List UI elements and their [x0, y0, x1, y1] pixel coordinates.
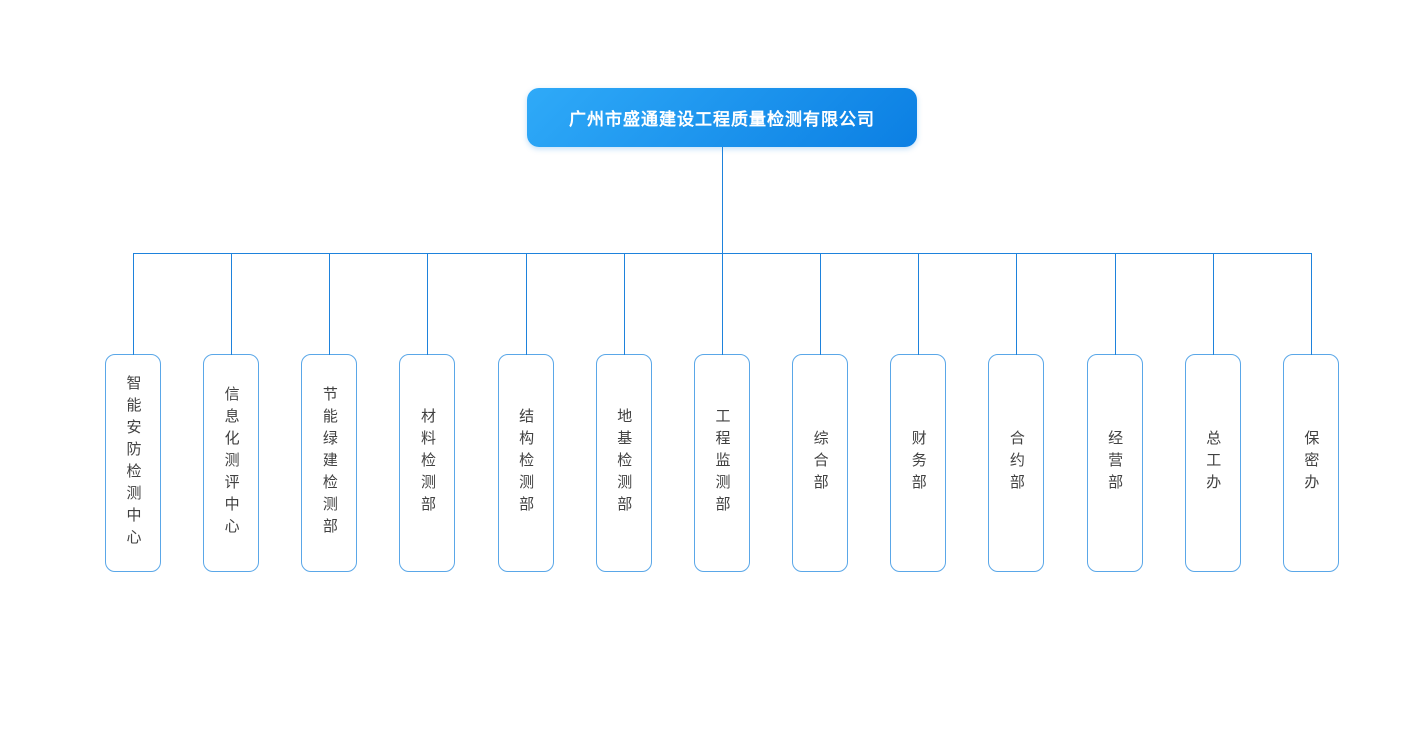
dept-node-label: 结构检测部: [517, 408, 535, 518]
dept-node: 工程监测部: [693, 254, 750, 572]
dept-node: 结构检测部: [497, 254, 554, 572]
dept-node: 信息化测评中心: [203, 254, 260, 572]
dept-node-label: 信息化测评中心: [222, 386, 240, 540]
dept-node-label: 经营部: [1106, 430, 1124, 496]
dept-node-label: 总工办: [1204, 430, 1222, 496]
dept-node: 综合部: [792, 254, 849, 572]
root-node: 广州市盛通建设工程质量检测有限公司: [527, 88, 917, 147]
dept-node-label: 智能安防检测中心: [124, 375, 142, 551]
dept-node: 保密办: [1282, 254, 1339, 572]
dept-node-label: 财务部: [909, 430, 927, 496]
dept-node-label: 地基检测部: [615, 408, 633, 518]
dept-node-label: 材料检测部: [418, 408, 436, 518]
dept-node-label: 综合部: [811, 430, 829, 496]
dept-node: 合约部: [988, 254, 1045, 572]
horizontal-connector-line: [133, 253, 1312, 254]
dept-node: 财务部: [890, 254, 947, 572]
dept-node: 材料检测部: [399, 254, 456, 572]
dept-node-label: 合约部: [1007, 430, 1025, 496]
dept-node: 总工办: [1184, 254, 1241, 572]
dept-node-label: 保密办: [1302, 430, 1320, 496]
dept-node: 地基检测部: [595, 254, 652, 572]
root-connector-line: [721, 147, 723, 253]
dept-node: 节能绿建检测部: [301, 254, 358, 572]
dept-node-label: 节能绿建检测部: [320, 386, 338, 540]
dept-node: 经营部: [1086, 254, 1143, 572]
departments-row: 智能安防检测中心 信息化测评中心 节能绿建检测部 材料检测部 结构检测部 地基检测部 工程监…: [105, 254, 1339, 572]
dept-node-label: 工程监测部: [713, 408, 731, 518]
root-node-label: 广州市盛通建设工程质量检测有限公司: [569, 110, 875, 129]
dept-node: 智能安防检测中心: [105, 254, 161, 572]
